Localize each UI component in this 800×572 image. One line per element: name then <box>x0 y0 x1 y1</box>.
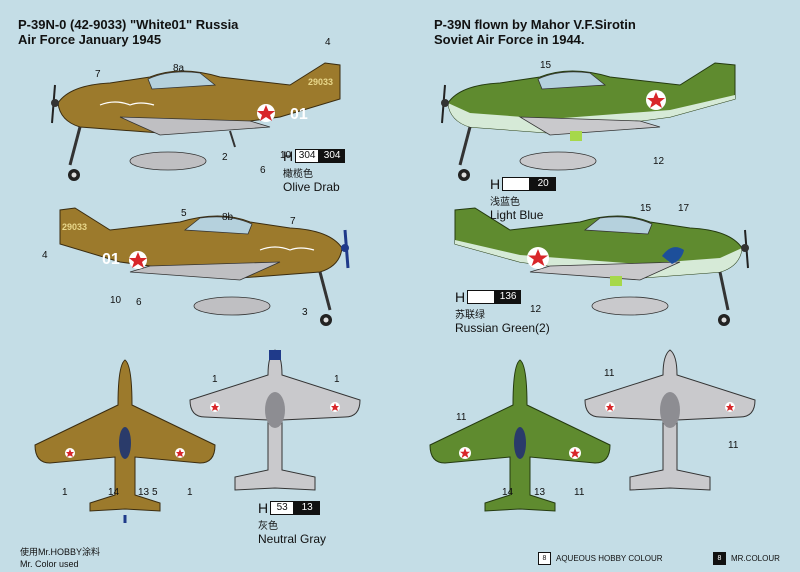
callout-4-b: 4 <box>42 250 48 261</box>
paint-name-en: Light Blue <box>490 208 544 222</box>
white-01-marking-b: 01 <box>102 251 120 268</box>
paint-h-letter: H <box>455 289 466 305</box>
topview-olive <box>34 359 216 523</box>
paint-code-mrcolor: 13 <box>294 501 321 515</box>
callout-1-f-left: 1 <box>212 374 218 385</box>
callout-7-b: 7 <box>290 216 296 227</box>
callout-13-g: 13 <box>534 487 546 498</box>
callout-11-h-left: 11 <box>604 368 615 379</box>
callout-3: 3 <box>302 307 308 318</box>
paint-name-en: Olive Drab <box>283 180 340 194</box>
paint-code-mrcolor: 304 <box>319 149 346 163</box>
callout-1-e-left: 1 <box>62 487 68 498</box>
callout-11-h-right: 11 <box>728 440 739 451</box>
legend-mrcolor-swatch: 8 <box>713 552 726 565</box>
callout-13-e: 13 <box>138 487 150 498</box>
profile-green-left <box>441 62 736 181</box>
callout-12-c: 12 <box>653 156 665 167</box>
paint-h-letter: H <box>258 500 269 516</box>
left-title-line1: P-39N-0 (42-9033) "White01" Russia <box>18 17 239 32</box>
paint-code-aqueous: 53 <box>270 501 295 515</box>
legend-aqueous: 8 AQUEOUS HOBBY COLOUR <box>538 552 663 565</box>
callout-12-d: 12 <box>530 304 542 315</box>
callout-4-a: 4 <box>325 37 331 48</box>
paint-name-cn: 橄榄色 <box>283 169 313 180</box>
paint-code-aqueous <box>502 177 531 191</box>
left-title-line2: Air Force January 1945 <box>18 32 162 47</box>
callout-17: 17 <box>678 203 690 214</box>
paint-name-en: Neutral Gray <box>258 532 327 546</box>
footer-line-cn: 使用Mr.HOBBY涂料 <box>20 547 101 557</box>
paint-code-mrcolor: 20 <box>530 177 557 191</box>
callout-7-a: 7 <box>95 69 101 80</box>
legend-aqueous-label: AQUEOUS HOBBY COLOUR <box>556 554 663 563</box>
right-scheme-title: P-39N flown by Mahor V.F.Sirotin Soviet … <box>434 17 636 47</box>
paint-h-letter: H <box>490 176 501 192</box>
paint-code-aqueous: 304 <box>295 149 320 163</box>
footer-paint-note: 使用Mr.HOBBY涂料 Mr. Color used <box>20 546 100 570</box>
right-title-line1: P-39N flown by Mahor V.F.Sirotin <box>434 17 636 32</box>
legend-mrcolor-label: MR.COLOUR <box>731 554 780 563</box>
paint-code-mrcolor: 136 <box>495 290 522 304</box>
callout-2: 2 <box>222 152 228 163</box>
paint-code-aqueous <box>467 290 496 304</box>
callout-10-a: 10 <box>280 150 292 161</box>
profile-olive-right: 01 29033 <box>59 207 350 326</box>
left-scheme-title: P-39N-0 (42-9033) "White01" Russia Air F… <box>18 17 238 47</box>
callout-5-e: 5 <box>152 487 158 498</box>
topview-green <box>429 359 611 512</box>
paint-name-cn: 苏联绿 <box>455 310 485 321</box>
legend-mrcolor: 8 MR.COLOUR <box>713 552 780 565</box>
callout-6-b: 6 <box>136 297 142 308</box>
callout-14-g: 14 <box>502 487 514 498</box>
callout-11-g: 11 <box>456 412 467 423</box>
paint-light-blue: H 20 浅蓝色 Light Blue <box>490 176 557 222</box>
callout-6-a: 6 <box>260 165 266 176</box>
tail-number-a: 29033 <box>308 77 333 87</box>
callout-11-g-right: 11 <box>574 487 585 498</box>
footer-line-en: Mr. Color used <box>20 559 79 569</box>
bottomview-gray <box>189 349 361 491</box>
callout-10-b: 10 <box>110 295 122 306</box>
profile-olive-left: 01 29033 <box>51 62 341 181</box>
callout-1-e-right: 1 <box>187 487 193 498</box>
paint-name-en: Russian Green(2) <box>455 321 550 335</box>
callout-15-d: 15 <box>640 203 652 214</box>
right-title-line2: Soviet Air Force in 1944. <box>434 32 585 47</box>
paint-name-cn: 灰色 <box>258 521 278 532</box>
callout-5-b: 5 <box>181 208 187 219</box>
profile-green-right <box>454 207 749 326</box>
legend-aqueous-swatch: 8 <box>538 552 551 565</box>
white-01-marking-a: 01 <box>290 106 308 123</box>
paint-name-cn: 浅蓝色 <box>490 197 520 208</box>
callout-8a: 8a <box>173 63 185 74</box>
tail-number-b: 29033 <box>62 222 87 232</box>
callout-1-f-right: 1 <box>334 374 340 385</box>
callout-15-c: 15 <box>540 60 552 71</box>
callout-8b: 8b <box>222 212 234 223</box>
callout-14-e: 14 <box>108 487 120 498</box>
bottomview-gray-right <box>584 349 756 491</box>
paint-russian-green: H 136 苏联绿 Russian Green(2) <box>455 289 550 335</box>
paint-h-letter: H <box>283 148 294 164</box>
